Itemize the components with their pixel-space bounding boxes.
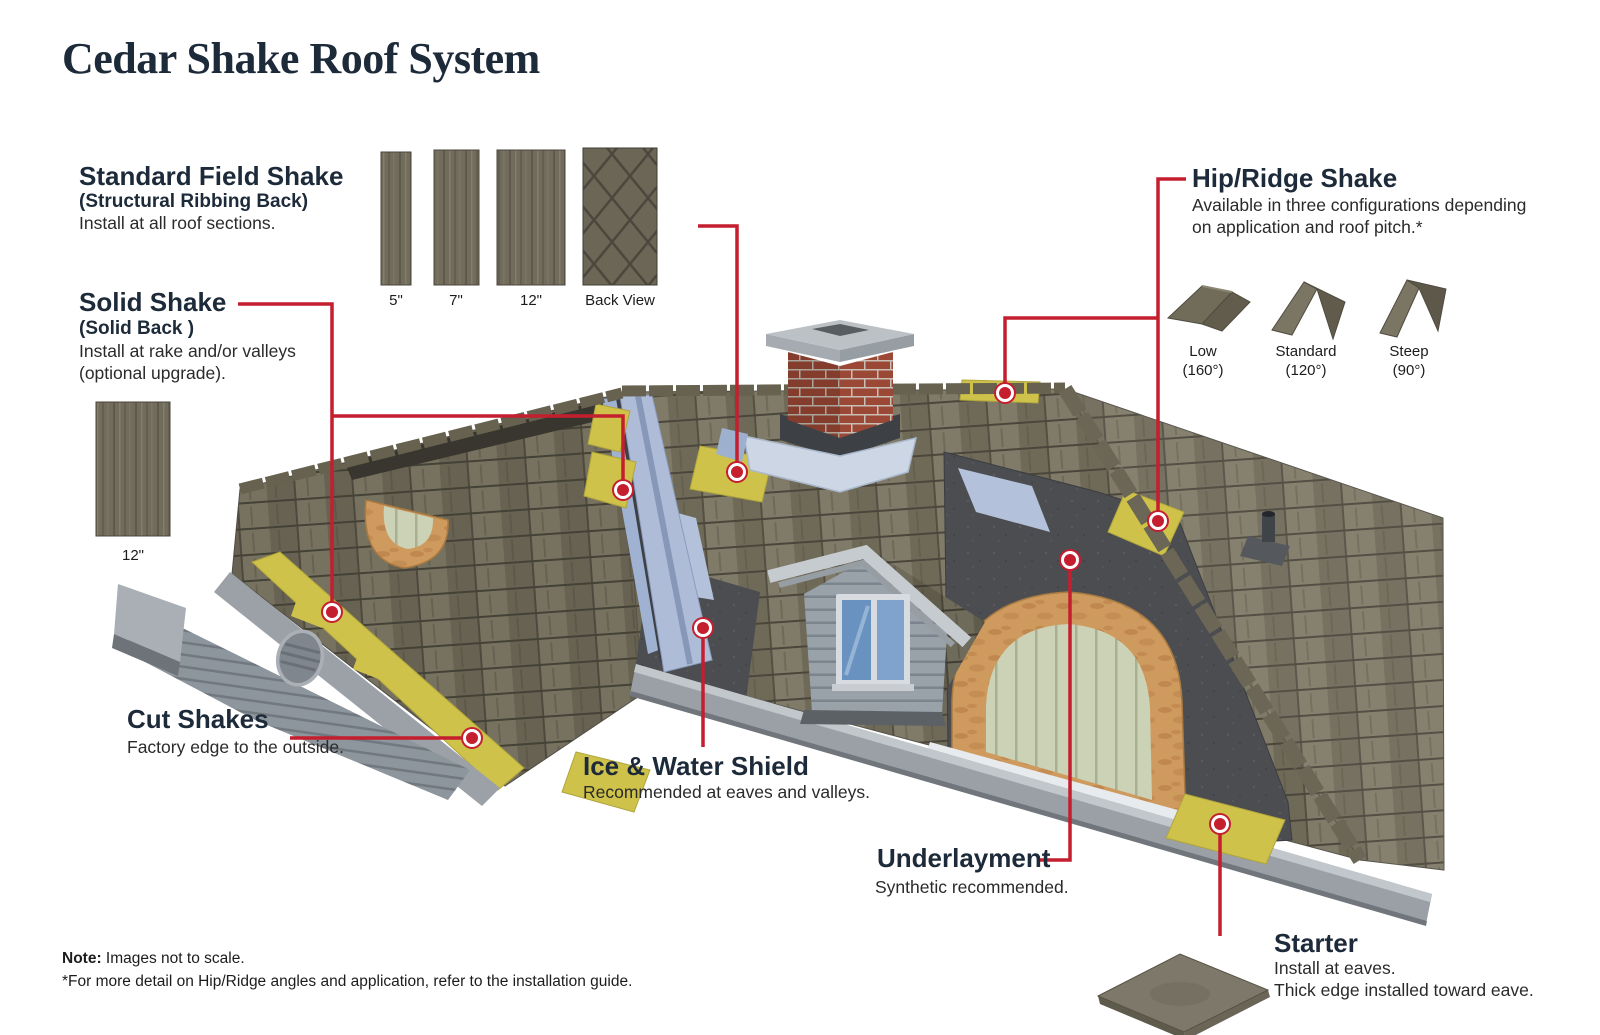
config-label-standard: Standard (120°)	[1276, 342, 1337, 380]
starter-body-line2: Thick edge installed toward eave.	[1274, 980, 1534, 1000]
ice-water-shield-top-patch	[958, 468, 1050, 532]
note-label: Note:	[62, 950, 102, 967]
vent-pipe	[1240, 511, 1290, 566]
callout-dot-hip-ridge-hip	[1147, 510, 1169, 532]
standard-field-shake-subheading: (Structural Ribbing Back)	[79, 191, 309, 212]
callout-dots	[321, 382, 1231, 835]
eave-return	[114, 584, 186, 662]
standard-field-shake-heading: Standard Field Shake	[79, 161, 344, 191]
config-low-angle: (160°)	[1182, 362, 1224, 379]
hip-ridge-config-steep-image	[1379, 279, 1447, 338]
config-standard-angle: (120°)	[1285, 362, 1327, 379]
gable-vent	[275, 629, 325, 687]
callout-line-hip-ridge	[1156, 177, 1186, 511]
note-line: Note: Images not to scale.	[62, 948, 245, 970]
gable-siding	[126, 606, 470, 800]
chimney-flashing	[743, 435, 918, 493]
sample-label-back-view: Back View	[585, 292, 655, 309]
solid-shake-body-line2: (optional upgrade).	[79, 363, 226, 383]
callouts	[238, 177, 1222, 936]
callout-line-hip-ridge-branch	[1003, 316, 1158, 383]
field-shake-sample-7in	[433, 149, 480, 286]
config-steep-name: Steep	[1389, 343, 1429, 360]
hip-ridge-body-line2: on application and roof pitch.*	[1192, 217, 1423, 237]
callout-dot-underlayment	[1059, 549, 1081, 571]
gable-end	[112, 572, 500, 806]
field-shake-sample-back-view	[582, 147, 658, 286]
exposed-decking-left	[364, 499, 449, 569]
callout-line-solid-shake-branch	[332, 414, 625, 480]
roof-house-rendering	[112, 320, 1445, 926]
standard-field-shake-body: Install at all roof sections.	[79, 213, 276, 233]
solid-shake-sample-label: 12"	[121, 547, 145, 564]
ice-water-shield-heading: Ice & Water Shield	[583, 751, 809, 781]
cut-shakes-heading: Cut Shakes	[127, 704, 269, 734]
hip-ridge-heading: Hip/Ridge Shake	[1192, 163, 1398, 193]
cut-shakes-body: Factory edge to the outside.	[127, 737, 344, 757]
config-steep-angle: (90°)	[1392, 362, 1426, 379]
field-shake-samples-images	[380, 147, 658, 286]
hip-ridge-config-standard-image	[1271, 281, 1346, 341]
field-shake-sample-12in	[496, 149, 566, 286]
config-standard-name: Standard	[1275, 343, 1337, 360]
dormer-window	[832, 594, 914, 691]
callout-dot-cut-shakes	[461, 727, 483, 749]
dormer	[767, 544, 985, 726]
field-shake-sample-5in	[380, 151, 412, 286]
starter-heading: Starter	[1274, 928, 1358, 958]
callout-dot-solid-shake-rake	[321, 601, 343, 623]
callout-line-standard-field-shake	[698, 224, 739, 462]
rake-fascia	[214, 572, 500, 806]
solid-shake-sample-12in	[95, 401, 171, 537]
note-text: Images not to scale.	[101, 950, 245, 967]
config-low-name: Low	[1189, 343, 1217, 360]
dormer-gable-trim	[767, 544, 972, 648]
config-label-low: Low (160°)	[1182, 342, 1223, 380]
sample-label-5in: 5"	[389, 292, 403, 309]
hip-ridge-body-line1: Available in three configurations depend…	[1192, 195, 1527, 215]
hip-ridge-config-low-image	[1166, 285, 1251, 332]
page-title: Cedar Shake Roof System	[62, 34, 540, 83]
starter-body-line1: Install at eaves.	[1274, 958, 1396, 978]
config-label-steep: Steep (90°)	[1389, 342, 1428, 380]
callout-dot-standard-field-shake	[726, 461, 748, 483]
callout-dot-hip-ridge-ridge	[994, 382, 1016, 404]
bottom-cut-shakes-highlight	[561, 751, 651, 813]
callout-dot-ice-water-shield	[692, 617, 714, 639]
chimney	[716, 320, 918, 493]
callout-line-solid-shake	[238, 302, 334, 602]
callout-dot-solid-shake-valley	[612, 479, 634, 501]
callout-line-underlayment	[1038, 570, 1072, 862]
underlayment-heading: Underlayment	[877, 843, 1051, 873]
solid-shake-heading: Solid Shake	[79, 287, 227, 317]
ice-water-shield-body: Recommended at eaves and valleys.	[583, 782, 870, 802]
starter-shake-image	[1096, 953, 1270, 1035]
callout-dot-starter	[1209, 813, 1231, 835]
solid-shake-body-line1: Install at rake and/or valleys	[79, 341, 296, 361]
footnote: *For more detail on Hip/Ridge angles and…	[62, 973, 633, 990]
solid-shake-subheading: (Solid Back )	[79, 318, 195, 339]
sample-label-7in: 7"	[449, 292, 463, 309]
sample-label-12in: 12"	[519, 292, 543, 309]
hip-ridge-config-images	[1166, 279, 1447, 341]
underlayment-body: Synthetic recommended.	[875, 877, 1069, 897]
